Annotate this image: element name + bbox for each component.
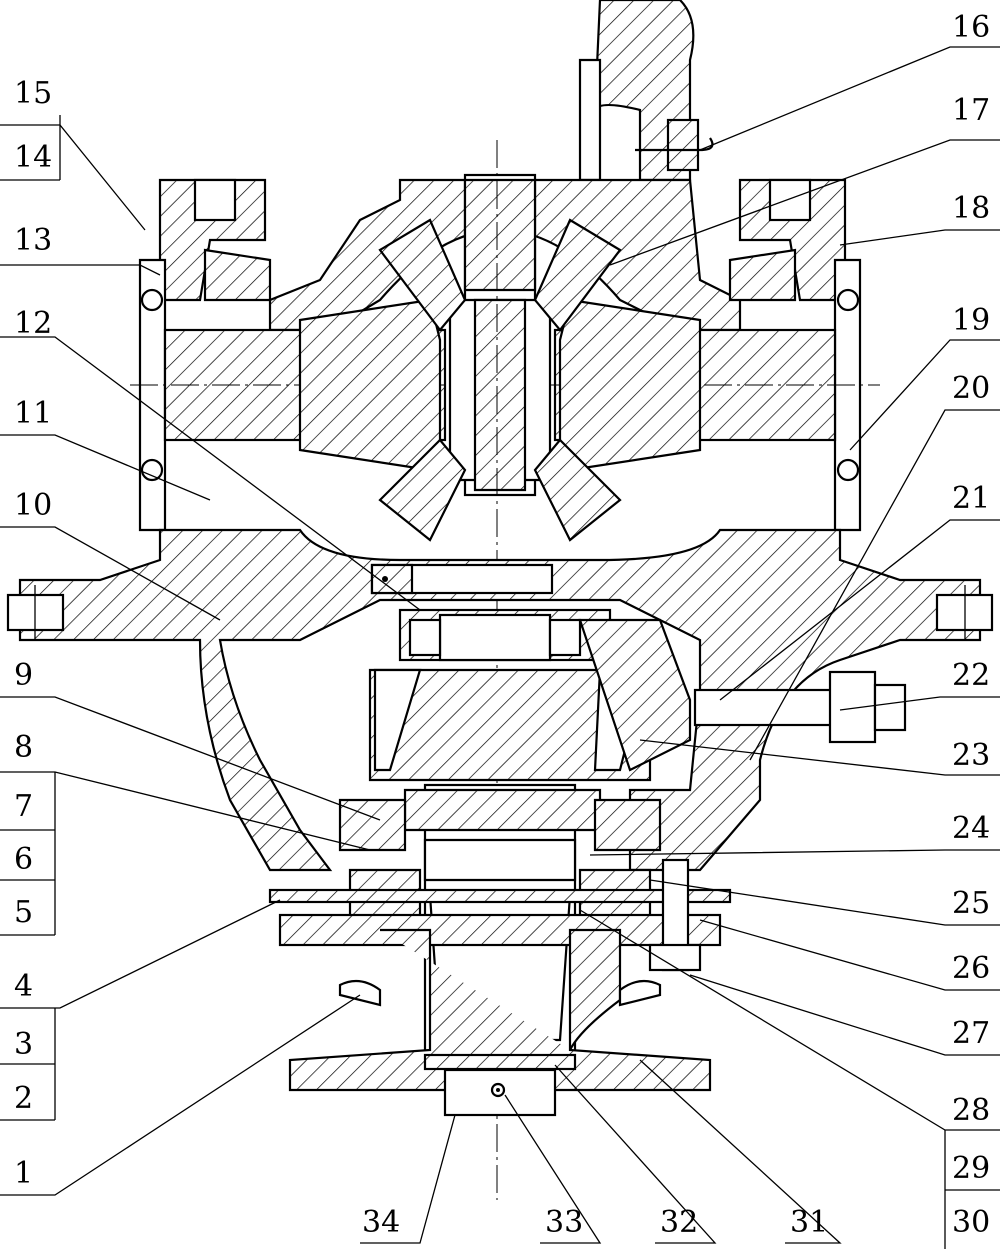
callout-3: 3 bbox=[14, 1027, 33, 1062]
callout-1: 1 bbox=[14, 1156, 33, 1191]
callout-32: 32 bbox=[660, 1205, 698, 1240]
callout-13: 13 bbox=[14, 223, 52, 258]
callout-25: 25 bbox=[952, 886, 990, 921]
callout-21: 21 bbox=[952, 481, 990, 516]
callout-34: 34 bbox=[362, 1205, 400, 1240]
callout-31: 31 bbox=[790, 1205, 828, 1240]
callout-18: 18 bbox=[952, 191, 990, 226]
callout-2: 2 bbox=[14, 1081, 33, 1116]
callout-4: 4 bbox=[14, 969, 33, 1004]
callout-20: 20 bbox=[952, 371, 990, 406]
callout-23: 23 bbox=[952, 738, 990, 773]
callout-24: 24 bbox=[952, 811, 990, 846]
callout-12: 12 bbox=[14, 306, 52, 341]
callouts-left: 15 14 13 12 11 10 9 8 7 6 5 4 3 2 1 bbox=[14, 76, 52, 1191]
callout-6: 6 bbox=[14, 842, 33, 877]
callout-16: 16 bbox=[952, 10, 990, 45]
callout-15: 15 bbox=[14, 76, 52, 111]
callout-27: 27 bbox=[952, 1016, 990, 1051]
callout-7: 7 bbox=[14, 789, 33, 824]
callout-9: 9 bbox=[14, 658, 33, 693]
callout-29: 29 bbox=[952, 1151, 990, 1186]
callout-28: 28 bbox=[952, 1093, 990, 1128]
callout-26: 26 bbox=[952, 951, 990, 986]
callout-5: 5 bbox=[14, 895, 33, 930]
callout-33: 33 bbox=[545, 1205, 583, 1240]
callouts-right: 16 17 18 19 20 21 22 23 24 25 26 27 28 2… bbox=[952, 10, 990, 1240]
housing-drawing bbox=[6, 0, 994, 1200]
leader-lines bbox=[0, 46, 1000, 1249]
callout-10: 10 bbox=[14, 488, 52, 523]
callout-11: 11 bbox=[14, 396, 52, 431]
callouts-bottom: 34 33 32 31 bbox=[362, 1205, 828, 1240]
callout-17: 17 bbox=[952, 93, 990, 128]
callout-22: 22 bbox=[952, 658, 990, 693]
callout-19: 19 bbox=[952, 303, 990, 338]
callout-8: 8 bbox=[14, 730, 33, 765]
callout-14: 14 bbox=[14, 140, 52, 175]
callout-30: 30 bbox=[952, 1205, 990, 1240]
